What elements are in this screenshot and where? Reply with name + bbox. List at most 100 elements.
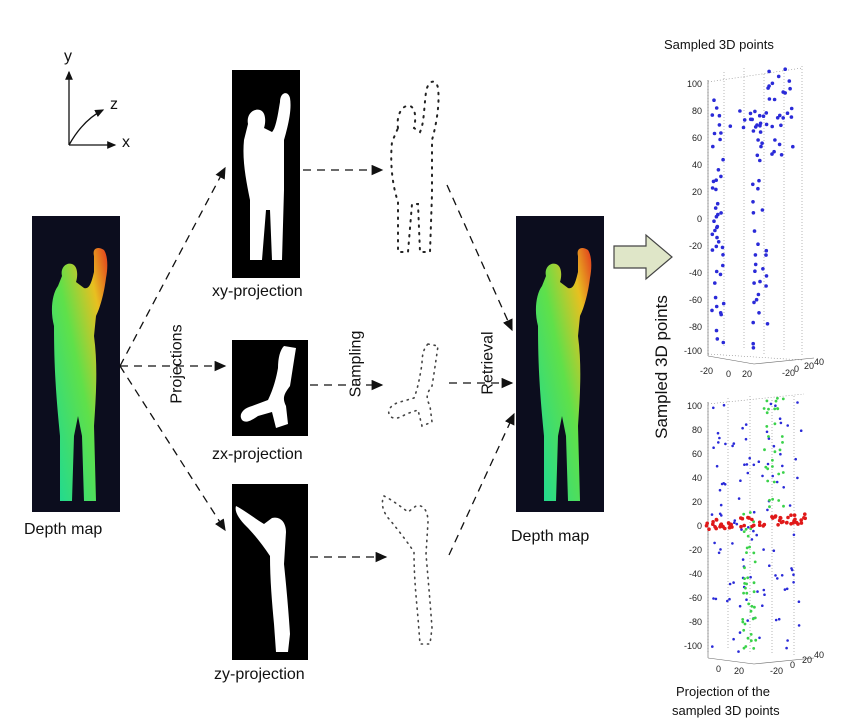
sample-point xyxy=(711,645,714,648)
sample-point xyxy=(726,599,729,603)
sample-point xyxy=(786,424,789,427)
depth-map-right xyxy=(516,216,604,512)
sample-point xyxy=(792,533,796,537)
sample-point xyxy=(716,240,721,244)
sample-point xyxy=(758,279,762,284)
sample-point xyxy=(752,510,756,514)
sample-point xyxy=(710,308,714,313)
sample-point xyxy=(752,229,757,233)
green-projection-point xyxy=(765,425,769,428)
bottom-plot-y-ticks: 100 80 60 40 20 0 -20 -40 -60 -80 -100 xyxy=(684,401,702,651)
axis-z-label: z xyxy=(110,96,118,113)
sample-point xyxy=(748,111,753,116)
sample-point xyxy=(722,482,725,485)
sample-point xyxy=(751,341,755,346)
sample-point xyxy=(756,138,760,142)
depth-map-left-label: Depth map xyxy=(24,521,103,538)
sample-point xyxy=(722,403,726,407)
green-projection-point xyxy=(774,399,778,403)
sample-point xyxy=(774,404,777,407)
sample-point xyxy=(751,182,755,187)
sample-point xyxy=(776,74,781,79)
zy-projection-label: zy-projection xyxy=(214,666,305,683)
sample-point xyxy=(774,618,778,622)
sample-point xyxy=(768,564,771,567)
green-projection-point xyxy=(746,534,750,538)
sample-point xyxy=(721,263,725,268)
sample-point xyxy=(761,114,766,118)
green-projection-point xyxy=(773,422,777,426)
sample-point xyxy=(714,597,718,601)
block-arrow xyxy=(613,233,673,281)
sample-point xyxy=(752,281,756,285)
sample-point xyxy=(746,619,749,622)
red-projection-point xyxy=(785,520,789,525)
sample-point xyxy=(753,262,758,267)
sample-point xyxy=(796,401,799,404)
top-3d-plot: 100 80 60 40 20 0 -20 -40 -60 -80 -100 -… xyxy=(684,66,824,379)
red-projection-point xyxy=(750,517,754,522)
top-plot-z-ticks: -20 0 20 40 xyxy=(782,357,824,378)
projection-caption-line1: Projection of the xyxy=(676,684,770,699)
z-tick: -20 xyxy=(782,368,795,378)
sample-point xyxy=(721,157,725,162)
sample-point xyxy=(719,131,723,135)
sample-point xyxy=(788,504,792,507)
red-projection-point xyxy=(739,524,743,529)
green-projection-point xyxy=(742,530,746,533)
zx-projection-image xyxy=(232,340,308,436)
z-tick: 0 xyxy=(794,364,799,374)
zy-sampled-points xyxy=(381,494,433,645)
green-projection-point xyxy=(782,504,785,508)
sample-point xyxy=(717,113,722,118)
sample-point xyxy=(764,248,769,253)
green-projection-point xyxy=(753,605,756,609)
sample-point xyxy=(772,444,776,448)
sample-point xyxy=(720,245,725,250)
sample-point xyxy=(721,253,725,257)
sample-point xyxy=(717,123,722,127)
sample-point xyxy=(741,125,746,130)
green-projection-point xyxy=(744,527,748,531)
sample-point xyxy=(748,456,751,460)
sample-point xyxy=(766,462,770,466)
sample-point xyxy=(790,567,793,570)
sample-point xyxy=(778,417,782,420)
x-tick: -20 xyxy=(700,366,713,376)
y-tick: -40 xyxy=(689,569,702,579)
xy-sampled-points xyxy=(390,80,440,253)
sample-point xyxy=(753,109,757,114)
sample-point xyxy=(714,244,719,249)
sample-point xyxy=(786,639,789,642)
sample-point xyxy=(781,116,785,120)
projections-label: Projections xyxy=(168,324,186,404)
axis-y-label: y xyxy=(64,48,72,65)
z-tick: 0 xyxy=(790,660,795,670)
green-projection-point xyxy=(753,560,757,564)
sample-point xyxy=(718,311,723,315)
green-projection-point xyxy=(749,639,753,643)
green-projection-point xyxy=(778,448,782,452)
red-projection-point xyxy=(713,525,717,529)
red-projection-point xyxy=(740,516,745,521)
sample-point xyxy=(785,646,788,650)
sample-point xyxy=(778,113,782,118)
sample-point xyxy=(761,604,764,607)
red-projection-point xyxy=(746,515,750,520)
green-projection-point xyxy=(743,622,747,626)
sample-point xyxy=(718,436,721,440)
sample-point xyxy=(741,426,744,430)
green-projection-point xyxy=(768,505,771,509)
sample-point xyxy=(783,67,787,71)
green-projection-point xyxy=(753,616,757,620)
sample-point xyxy=(742,118,747,122)
sample-point xyxy=(712,98,716,102)
z-tick: -20 xyxy=(770,666,783,676)
sample-point xyxy=(765,322,770,326)
sample-point xyxy=(751,200,755,204)
sample-point xyxy=(732,442,736,445)
sample-point xyxy=(712,131,717,136)
sample-point xyxy=(713,228,717,233)
projection-caption-line2: sampled 3D points xyxy=(672,703,780,718)
sample-point xyxy=(758,121,763,126)
